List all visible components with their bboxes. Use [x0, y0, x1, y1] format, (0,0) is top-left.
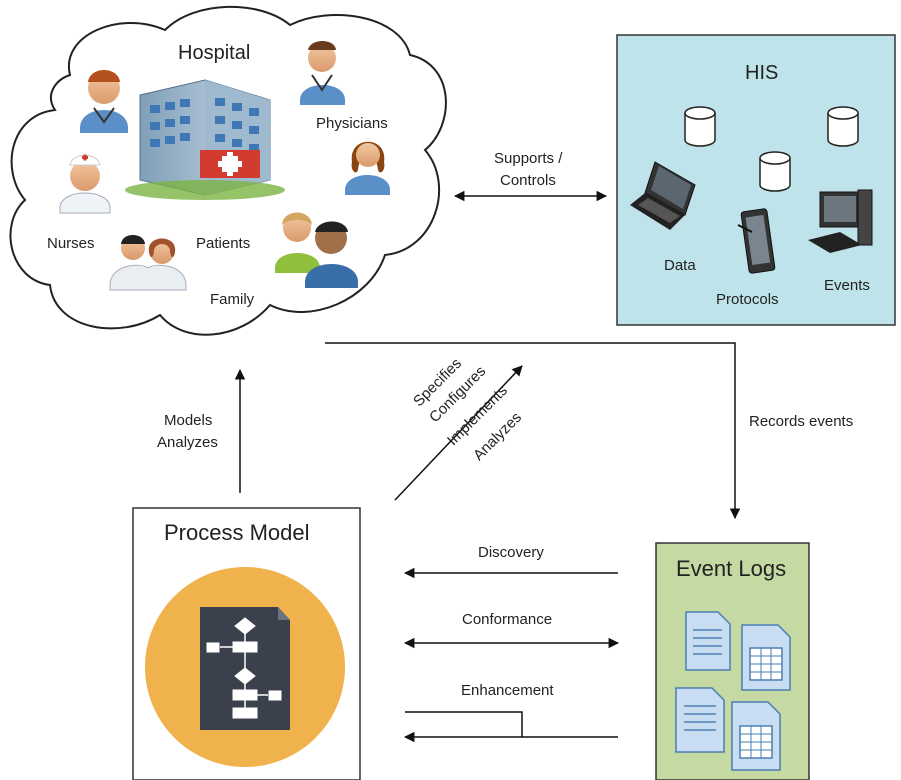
process-model-title: Process Model — [164, 520, 310, 545]
tablet-icon — [737, 208, 776, 274]
database-icon — [827, 106, 859, 147]
data-label: Data — [664, 257, 696, 274]
supports-label: Supports / — [494, 150, 563, 167]
laptop-icon — [630, 161, 696, 230]
analyzes-label: Analyzes — [157, 434, 218, 451]
desktop-computer-icon — [808, 189, 873, 253]
patients-label: Patients — [196, 235, 251, 252]
conformance-label: Conformance — [462, 611, 553, 628]
physician-male-icon — [300, 41, 345, 105]
hospital-title: Hospital — [178, 42, 251, 64]
database-icon — [759, 151, 791, 192]
family-icon — [275, 212, 358, 288]
doctor-icon — [80, 70, 128, 133]
records-events-arrow — [325, 342, 741, 520]
records-events-label: Records events — [749, 413, 854, 430]
physicians-label: Physicians — [316, 115, 388, 132]
controls-label: Controls — [500, 172, 556, 189]
events-label: Events — [824, 277, 870, 294]
nurses-label: Nurses — [47, 235, 95, 252]
discovery-label: Discovery — [478, 544, 544, 561]
event-logs-title: Event Logs — [676, 556, 787, 581]
spreadsheet-icon — [731, 701, 781, 771]
flowchart-document-icon — [200, 607, 290, 730]
nurse-icon — [59, 154, 111, 214]
patients-icon — [109, 235, 187, 291]
enhancement-label: Enhancement — [461, 682, 554, 699]
enhancement-line — [405, 711, 523, 737]
hospital-building-icon — [125, 79, 285, 200]
document-icon — [685, 611, 731, 671]
his-title: HIS — [745, 62, 779, 84]
specifies-arrow — [394, 365, 523, 501]
database-icon — [684, 106, 716, 147]
physician-female-icon — [345, 141, 390, 195]
protocols-label: Protocols — [716, 291, 779, 308]
family-label: Family — [210, 291, 255, 308]
models-label: Models — [164, 412, 213, 429]
spreadsheet-icon — [741, 624, 791, 691]
document-icon — [675, 687, 725, 753]
